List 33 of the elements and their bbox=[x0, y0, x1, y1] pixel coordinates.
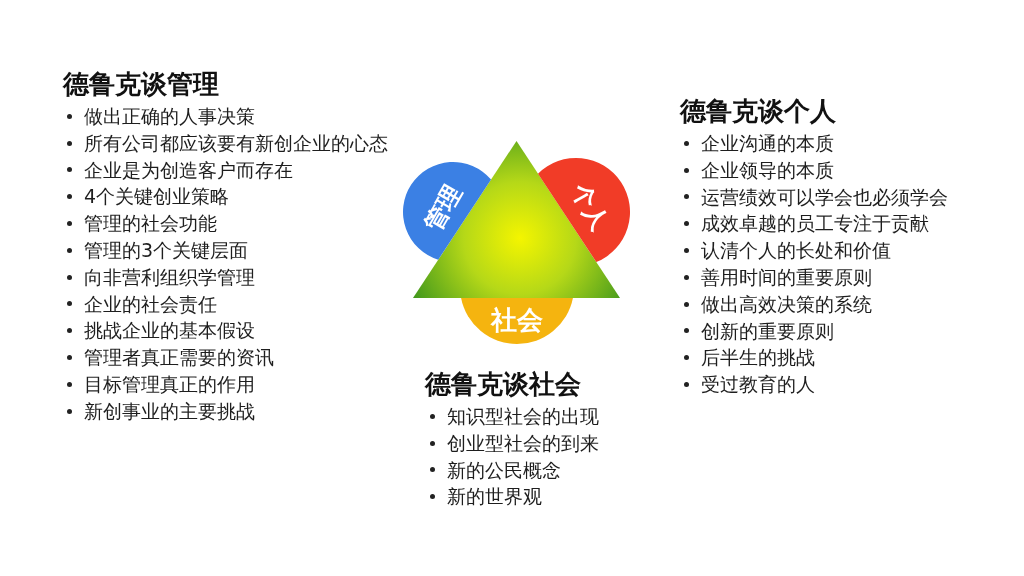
section-heading: 德鲁克谈管理 bbox=[63, 68, 219, 100]
list-item: 管理的社会功能 bbox=[84, 211, 217, 237]
section-heading: 德鲁克谈社会 bbox=[425, 368, 581, 400]
list-item: 挑战企业的基本假设 bbox=[84, 318, 255, 344]
list-item: 新的世界观 bbox=[447, 484, 542, 510]
list-item: 所有公司都应该要有新创企业的心态 bbox=[84, 130, 388, 156]
list-item: 新创事业的主要挑战 bbox=[84, 398, 255, 424]
list-item: 向非营利组织学管理 bbox=[84, 264, 255, 290]
list-item: 知识型社会的出现 bbox=[447, 404, 599, 429]
topic-label: 管理 bbox=[418, 180, 468, 236]
list-item: 做出正确的人事决策 bbox=[84, 104, 255, 129]
list-item: 创新的重要原则 bbox=[701, 318, 834, 344]
list-item: 创业型社会的到来 bbox=[447, 430, 599, 456]
list-item: 后半生的挑战 bbox=[701, 345, 815, 371]
list-item: 4个关键创业策略 bbox=[84, 184, 230, 210]
topic-label: 个人 bbox=[565, 179, 615, 235]
list-item: 认清个人的长处和价值 bbox=[701, 238, 891, 264]
list-item: 企业的社会责任 bbox=[84, 291, 217, 317]
center-triangle bbox=[413, 141, 620, 298]
list-item: 成效卓越的员工专注于贡献 bbox=[701, 211, 929, 237]
list-item: 企业是为创造客户而存在 bbox=[84, 157, 293, 183]
section-heading: 德鲁克谈个人 bbox=[680, 95, 836, 127]
list-item: 做出高效决策的系统 bbox=[701, 291, 872, 317]
list-item: 善用时间的重要原则 bbox=[701, 265, 872, 290]
list-item: 受过教育的人 bbox=[701, 372, 815, 398]
list-item: 企业领导的本质 bbox=[701, 157, 834, 183]
list-item: 管理者真正需要的资讯 bbox=[84, 345, 274, 371]
list-item: 企业沟通的本质 bbox=[701, 131, 834, 156]
list-item: 新的公民概念 bbox=[447, 457, 561, 483]
list-item: 运营绩效可以学会也必须学会 bbox=[701, 184, 948, 210]
list-item: 管理的3个关键层面 bbox=[84, 238, 249, 263]
topic-label: 社会 bbox=[491, 305, 543, 335]
list-item: 目标管理真正的作用 bbox=[84, 371, 255, 397]
